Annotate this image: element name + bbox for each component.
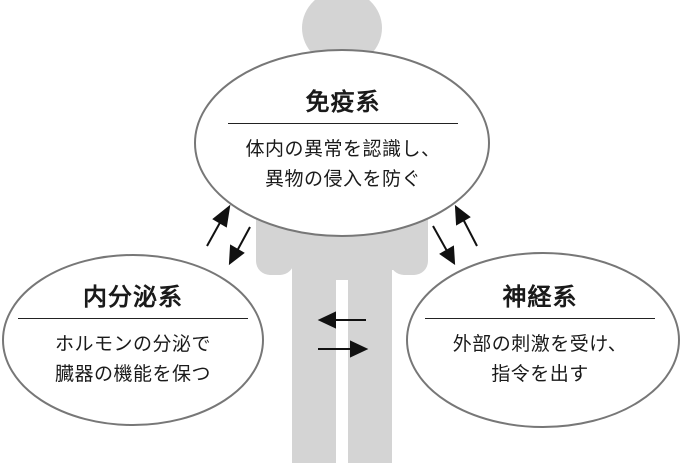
endocrine-ellipse	[2, 254, 264, 426]
nervous-system-bubble: 神経系 外部の刺激を受け、 指令を出す	[418, 283, 662, 389]
immune-title: 免疫系	[305, 88, 381, 116]
immune-divider	[228, 123, 458, 124]
endocrine-description-line-1: ホルモンの分泌で	[54, 333, 211, 355]
immune-description-line-2: 異物の侵入を防ぐ	[264, 168, 421, 190]
nervous-description-line-1: 外部の刺激を受け、	[452, 333, 628, 355]
nervous-title: 神経系	[502, 283, 578, 311]
nervous-ellipse	[406, 252, 680, 428]
immune-ellipse	[194, 49, 490, 237]
endocrine-title: 内分泌系	[83, 283, 183, 311]
immune-description-line-1: 体内の異常を認識し、	[245, 138, 441, 160]
immune-system-bubble: 免疫系 体内の異常を認識し、 異物の侵入を防ぐ	[205, 88, 481, 194]
nervous-description-line-2: 指令を出す	[491, 363, 589, 385]
nervous-divider	[425, 318, 655, 319]
endocrine-divider	[18, 318, 248, 319]
endocrine-description-line-2: 臓器の機能を保つ	[54, 363, 211, 385]
endocrine-system-bubble: 内分泌系 ホルモンの分泌で 臓器の機能を保つ	[12, 283, 254, 389]
arrow-icon	[206, 204, 478, 358]
